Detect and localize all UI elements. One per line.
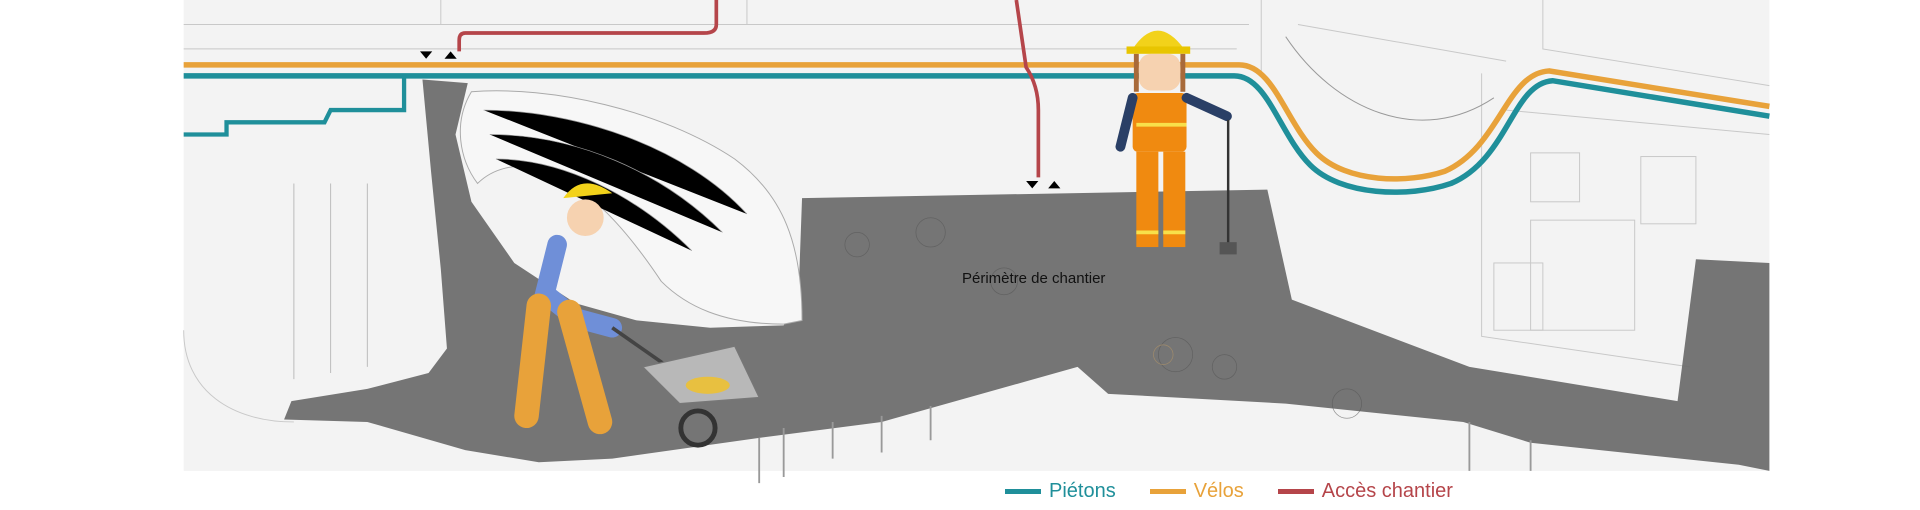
trees: [844, 217, 1362, 419]
legend-item-pietons: Piétons: [1005, 480, 1116, 503]
legend-item-acces-chantier: Accès chantier: [1277, 480, 1453, 503]
parking-stalls: [483, 109, 748, 251]
legend-item-velos: Vélos: [1149, 480, 1244, 503]
legend-label: Piétons: [1049, 480, 1116, 502]
pietons-route: [183, 73, 1770, 195]
worker-with-wheelbarrow: [514, 183, 761, 448]
pietons-swatch: [1005, 489, 1041, 494]
water-edge: [758, 406, 1532, 484]
pietons-route-branch: [183, 75, 407, 137]
acces-route-2: [1014, 0, 1041, 178]
acces-swatch: [1277, 489, 1314, 494]
construction-perimeter-label: Périmètre de chantier: [962, 270, 1106, 287]
legend-label: Accès chantier: [1321, 480, 1453, 502]
acces-route-1: [457, 0, 719, 52]
worker-with-shovel: [1115, 30, 1237, 255]
legend: Piétons Vélos Accès chantier: [1005, 480, 1453, 503]
velos-route: [183, 62, 1770, 182]
velos-swatch: [1149, 489, 1186, 494]
legend-label: Vélos: [1193, 480, 1244, 502]
